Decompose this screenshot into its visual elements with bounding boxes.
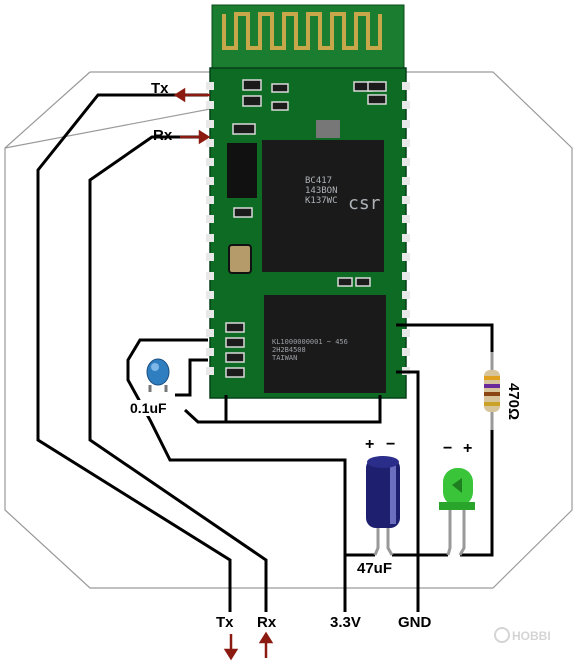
wires <box>36 93 494 612</box>
chip-line2: 143BON <box>305 186 338 196</box>
gnd-module-wire <box>396 370 420 612</box>
flash-chip <box>264 295 386 393</box>
flash-line3: TAIWAN <box>272 354 298 362</box>
chip-line1: BC417 <box>305 176 333 186</box>
cap-large-label: 47uF <box>357 560 393 577</box>
vcc-wire <box>396 323 494 557</box>
green-led <box>439 468 475 556</box>
v33-label: 3.3V <box>330 614 361 631</box>
flash-line1: KL1000000001 ~ 456 <box>272 338 348 346</box>
resistor <box>484 352 500 430</box>
led-plus-sign: + <box>463 440 473 457</box>
chip-marking: BC417 143BON K137WC <box>305 176 338 206</box>
crystal <box>316 120 340 138</box>
resistor-label: 470Ω <box>505 383 522 421</box>
bottom-gnd-wire <box>224 395 382 424</box>
watermark-logo: HOBBI <box>494 627 551 643</box>
svg-text:HOBBI: HOBBI <box>512 629 551 643</box>
board-outline <box>4 71 573 589</box>
chip-brand: csr <box>348 193 381 214</box>
inductor <box>228 244 252 274</box>
cap-minus-sign: − <box>386 436 396 453</box>
ceramic-capacitor <box>146 358 170 392</box>
cap-small-label: 0.1uF <box>130 400 167 416</box>
flash-line2: 2H2B4508 <box>272 346 306 354</box>
tx-top-label: Tx <box>151 80 169 97</box>
electrolytic-capacitor <box>366 456 400 556</box>
rx-wire <box>88 135 268 612</box>
gnd-label: GND <box>398 614 432 631</box>
csr-chip <box>262 140 384 272</box>
rx-bottom-label: Rx <box>257 614 277 631</box>
rx-top-label: Rx <box>153 127 173 144</box>
led-minus-sign: − <box>443 440 453 457</box>
tx-bottom-label: Tx <box>216 614 234 631</box>
hc05-module <box>206 4 410 399</box>
tx-wire <box>36 93 232 612</box>
antenna-trace <box>222 12 382 50</box>
chip-line3: K137WC <box>305 196 338 206</box>
regulator-chip <box>227 143 257 198</box>
flash-marking: KL1000000001 ~ 456 2H2B4508 TAIWAN <box>272 338 348 362</box>
signal-arrows <box>173 87 274 661</box>
cap-small-gnd <box>175 358 226 424</box>
cap-plus-sign: + <box>365 436 375 453</box>
